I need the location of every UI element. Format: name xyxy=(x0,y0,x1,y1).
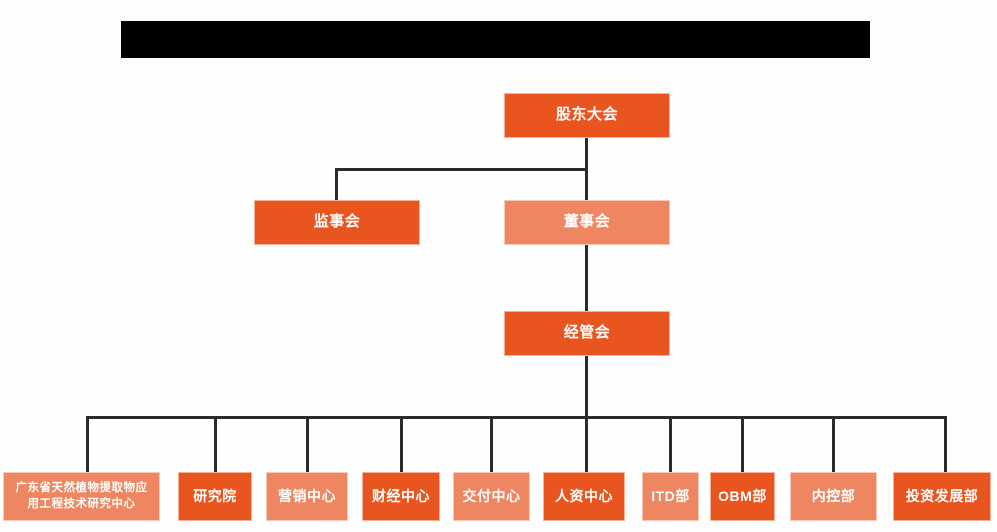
node-label: 股东大会 xyxy=(555,106,618,124)
node-label: 投资发展部 xyxy=(905,487,979,504)
node-label: 交付中心 xyxy=(462,487,521,504)
node-label-line1: 广东省天然植物提取物应 xyxy=(15,481,148,494)
node-dept-human-resources-center[interactable]: 人资中心 xyxy=(543,472,625,521)
node-label-line2: 用工程技术研究中心 xyxy=(27,497,136,510)
node-label: OBM部 xyxy=(718,487,767,504)
connector-drop-dept-4 xyxy=(490,416,493,474)
node-label: ITD部 xyxy=(651,487,690,504)
node-label: 广东省天然植物提取物应 用工程技术研究中心 xyxy=(16,481,148,512)
node-management-committee[interactable]: 经管会 xyxy=(504,311,670,356)
node-label: 经管会 xyxy=(563,324,611,342)
connector-drop-dept-9 xyxy=(944,416,947,474)
connector-shareholders-stem xyxy=(585,138,588,171)
connector-drop-dept-3 xyxy=(400,416,403,474)
node-label: 人资中心 xyxy=(555,487,613,504)
connector-directors-to-management xyxy=(585,245,588,313)
node-dept-marketing-center[interactable]: 营销中心 xyxy=(266,472,348,521)
connector-drop-dept-8 xyxy=(832,416,835,474)
node-dept-research-institute[interactable]: 研究院 xyxy=(178,472,252,521)
connector-drop-dept-5 xyxy=(585,416,588,474)
connector-drop-dept-2 xyxy=(306,416,309,474)
node-label: 董事会 xyxy=(563,213,611,231)
connector-drop-supervisors xyxy=(335,168,338,202)
node-dept-investment-development[interactable]: 投资发展部 xyxy=(893,472,991,521)
node-dept-internal-control[interactable]: 内控部 xyxy=(790,472,877,521)
node-label: 营销中心 xyxy=(278,487,336,504)
node-dept-obm[interactable]: OBM部 xyxy=(710,472,775,521)
connector-drop-dept-1 xyxy=(214,416,217,474)
connector-department-bus xyxy=(86,416,947,419)
connector-drop-directors xyxy=(585,168,588,202)
node-dept-finance-center[interactable]: 财经中心 xyxy=(362,472,440,521)
connector-drop-dept-0 xyxy=(86,416,89,474)
node-label: 研究院 xyxy=(193,487,237,504)
node-dept-engineering-research-center[interactable]: 广东省天然植物提取物应 用工程技术研究中心 xyxy=(3,472,160,521)
node-dept-itd[interactable]: ITD部 xyxy=(642,472,699,521)
node-label: 内控部 xyxy=(811,487,856,504)
node-label: 财经中心 xyxy=(372,487,430,504)
node-dept-delivery-center[interactable]: 交付中心 xyxy=(453,472,530,521)
redacted-title-bar xyxy=(121,21,870,58)
node-board-of-directors[interactable]: 董事会 xyxy=(504,200,670,245)
connector-drop-dept-7 xyxy=(741,416,744,474)
node-label: 监事会 xyxy=(313,213,361,231)
connector-level2-bus xyxy=(335,168,588,171)
connector-management-stem xyxy=(585,356,588,418)
node-shareholders-meeting[interactable]: 股东大会 xyxy=(504,93,670,138)
node-board-of-supervisors[interactable]: 监事会 xyxy=(254,200,420,245)
connector-drop-dept-6 xyxy=(669,416,672,474)
